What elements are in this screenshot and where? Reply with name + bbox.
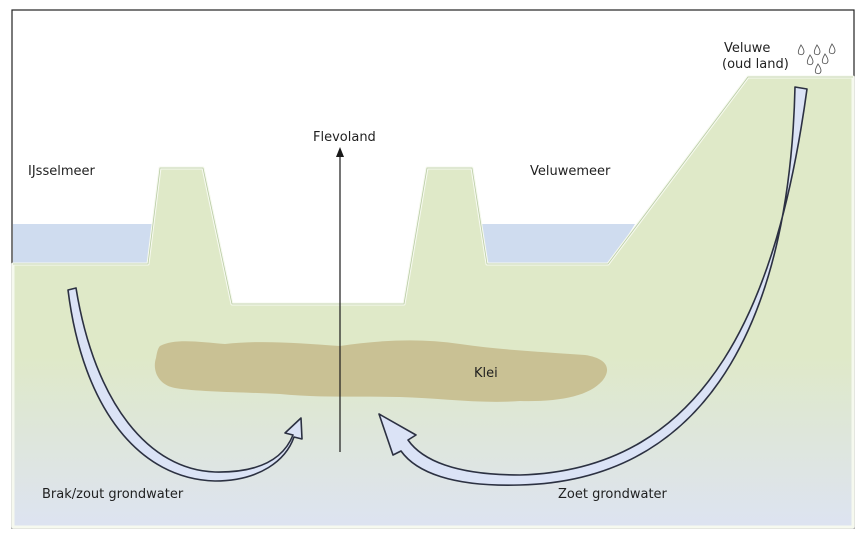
veluwemeer-water — [478, 224, 635, 264]
label-brak-zout-grondwater: Brak/zout grondwater — [42, 487, 184, 502]
brackish-flow-arrow — [67, 287, 303, 482]
rain-drops-icon — [797, 43, 836, 75]
ijsselmeer-water — [13, 224, 153, 264]
label-flevoland: Flevoland — [313, 130, 376, 145]
label-klei: Klei — [474, 366, 498, 381]
ground-outline — [13, 76, 853, 305]
flevoland-arrowhead — [336, 147, 344, 157]
label-veluwe: Veluwe — [724, 41, 770, 56]
label-zoet-grondwater: Zoet grondwater — [558, 487, 668, 502]
label-oud-land: (oud land) — [722, 57, 789, 72]
fresh-flow-arrow — [378, 86, 808, 486]
clay-layer — [154, 340, 608, 402]
label-ijsselmeer: IJsselmeer — [28, 164, 95, 179]
label-veluwemeer: Veluwemeer — [530, 164, 611, 179]
